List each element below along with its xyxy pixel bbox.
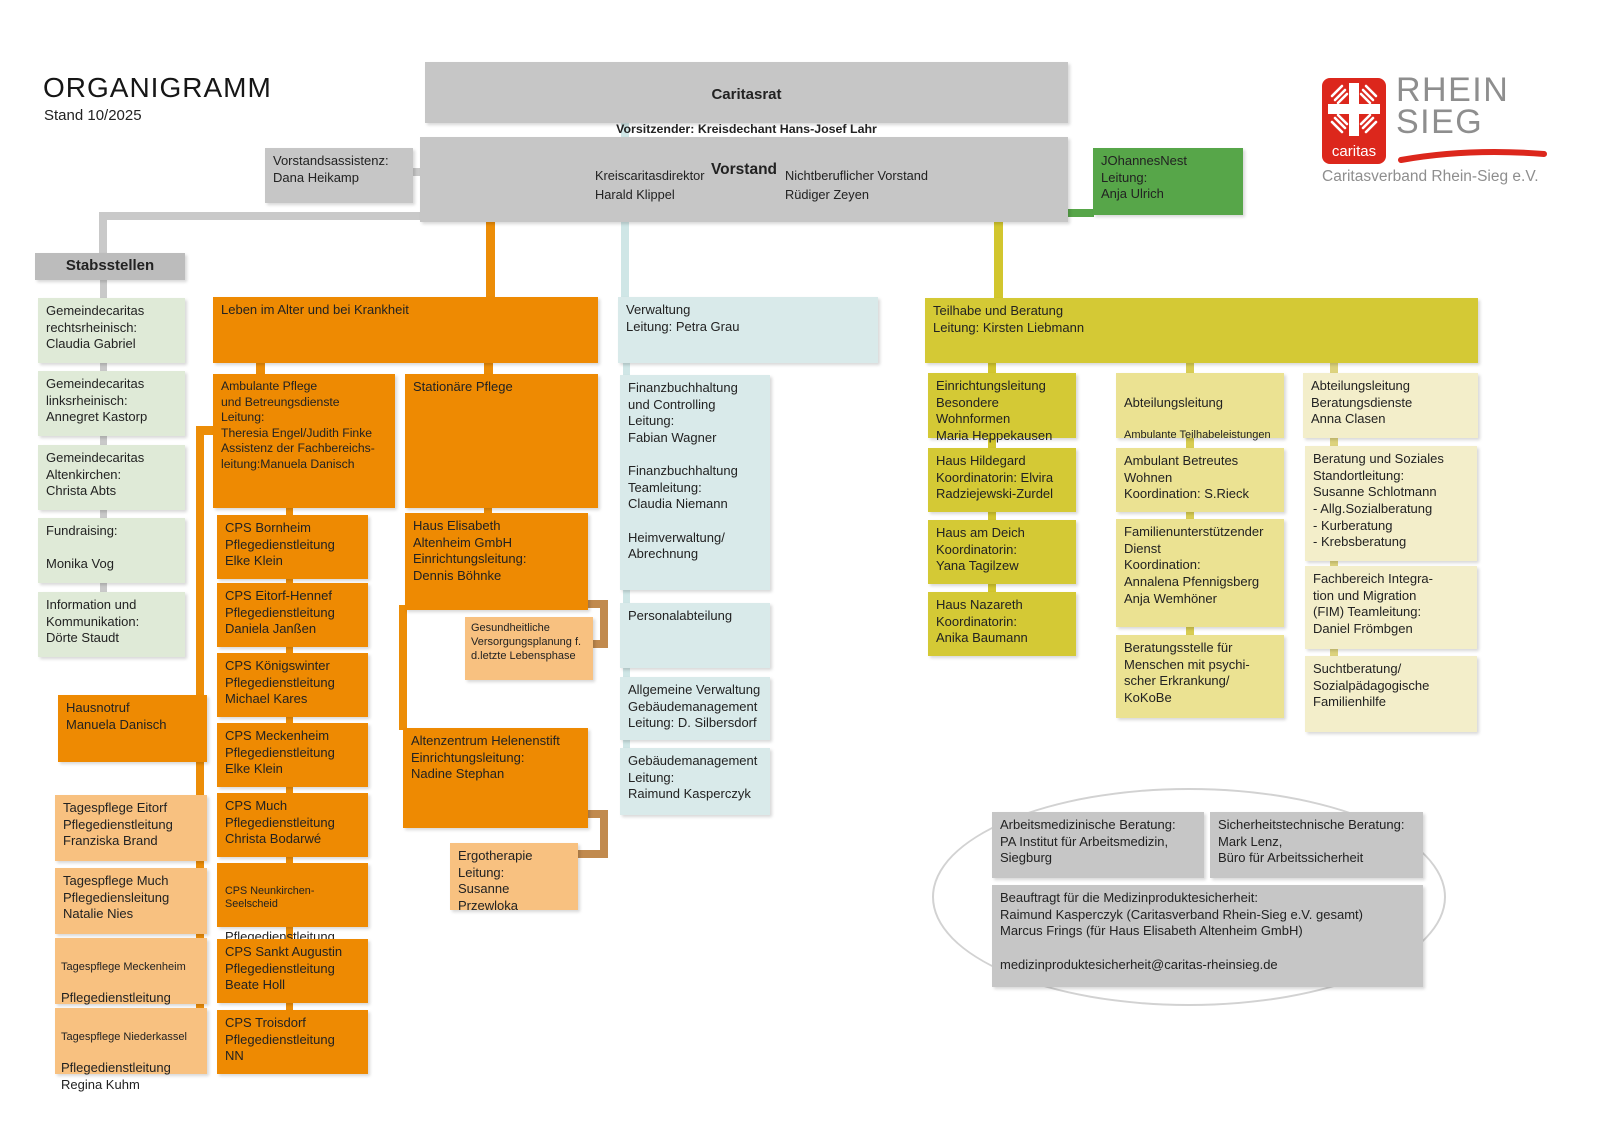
caritas-flame-cross-icon: caritas — [1328, 83, 1380, 160]
caritas-logo: caritas — [1322, 78, 1386, 164]
caritasrat-title: Caritasrat — [711, 85, 782, 103]
connector-leben-stationaere — [484, 363, 493, 374]
page-title: ORGANIGRAMM — [43, 72, 272, 103]
connector-stationaere-hauselisabeth — [484, 505, 492, 515]
ergotherapie-box: Ergotherapie Leitung: Susanne Przewloka — [450, 843, 578, 913]
cps-eitorf-hennef-box: CPS Eitorf-Hennef Pflegedienstleitung Da… — [217, 583, 368, 647]
stationaere-pflege-box: Stationäre Pflege — [405, 374, 598, 508]
connector-vorstand-stabsstellen-h — [103, 212, 423, 220]
tagespflege-niederkassel-box: Tagespflege Niederkassel Pflegedienstlei… — [55, 1008, 207, 1092]
arbeitsmedizinische-beratung-box: Arbeitsmedizinische Beratung: PA Institu… — [992, 812, 1204, 878]
stabsstellen-gemeindecaritas-rechtsrheinisch: Gemeindecaritas rechtsrheinisch: Claudia… — [38, 298, 185, 363]
abteilungsleitung-teilhabeleistungen-box: Abteilungsleitung Ambulante Teilhabeleis… — [1116, 373, 1284, 474]
tagespflege-much-box: Tagespflege Much Pflegediensleitung Nata… — [55, 868, 207, 934]
stabsstellen-fundraising: Fundraising: Monika Vog — [38, 518, 185, 583]
finanzbuchhaltung-box: Finanzbuchhaltung und Controlling Leitun… — [620, 375, 770, 590]
beratung-und-soziales-box: Beratung und Soziales Standortleitung: S… — [1305, 446, 1477, 561]
cps-bornheim-box: CPS Bornheim Pflegedienstleitung Elke Kl… — [217, 515, 368, 579]
suchtberatung-box: Suchtberatung/ Sozialpädagogische Famili… — [1305, 656, 1477, 732]
altenzentrum-helenenstift-box: Altenzentrum Helenenstift Einrichtungsle… — [403, 728, 588, 828]
vorstand-title: Vorstand — [710, 160, 778, 178]
connector-vorstand-johannesnest — [1060, 209, 1094, 217]
cps-meckenheim-box: CPS Meckenheim Pflegedienstleitung Elke … — [217, 723, 368, 787]
stabsstellen-header: Stabsstellen — [35, 253, 185, 280]
hausnotruf-box: Hausnotruf Manuela Danisch — [58, 695, 207, 762]
versorgungsplanung-box: Gesundheitliche Versorgungsplanung f. d.… — [465, 617, 593, 680]
logo-subtitle: Caritasverband Rhein-Sieg e.V. — [1322, 168, 1539, 185]
bracket-versorgungsplanung-top — [582, 600, 608, 608]
connector-vorstand-verwaltung — [621, 222, 629, 297]
cps-koenigswinter-box: CPS Königswinter Pflegedienstleitung Mic… — [217, 653, 368, 717]
tagespflege-meckenheim-box: Tagespflege Meckenheim Pflegedienstleitu… — [55, 938, 207, 1022]
cps-neunkirchen-title: CPS Neunkirchen-Seelscheid — [225, 884, 315, 911]
bracket-ergotherapie-top — [582, 810, 608, 818]
logo-rhein: RHEIN — [1396, 71, 1510, 109]
familienunterstuetzender-dienst-box: Familienunterstützender Dienst Koordinat… — [1116, 519, 1284, 627]
haus-nazareth-box: Haus Nazareth Koordinatorin: Anika Bauma… — [928, 592, 1076, 656]
stabsstellen-gemeindecaritas-linksrheinisch: Gemeindecaritas linksrheinisch: Annegret… — [38, 371, 185, 436]
connector-ambulante-left-stub — [196, 426, 213, 435]
tagespflege-niederkassel-rest: Pflegedienstleitung Regina Kuhm — [61, 1060, 171, 1092]
vorstand-nichtberuflich: Nichtberuflicher Vorstand Rüdiger Zeyen — [785, 168, 928, 202]
stabsstellen-gemeindecaritas-altenkirchen: Gemeindecaritas Altenkirchen: Christa Ab… — [38, 445, 185, 510]
beratungsstelle-kokobe-box: Beratungsstelle für Menschen mit psychi-… — [1116, 635, 1284, 718]
bracket-versorgungsplanung-bottom — [590, 640, 608, 648]
vorstand-box: Vorstand Kreiscaritasdirektor Harald Kli… — [420, 137, 1068, 222]
extern-ellipse — [932, 788, 1446, 1006]
teilhabe-header: Teilhabe und Beratung Leitung: Kirsten L… — [925, 298, 1478, 363]
ambulant-betreutes-wohnen-box: Ambulant Betreutes Wohnen Koordination: … — [1116, 448, 1284, 512]
connector-vorstand-teilhabe — [994, 222, 1003, 298]
haus-am-deich-box: Haus am Deich Koordinatorin: Yana Tagilz… — [928, 520, 1076, 584]
abteilungsleitung-beratungsdienste-box: Abteilungsleitung Beratungsdienste Anna … — [1303, 373, 1478, 438]
einrichtungsleitung-wohnformen-box: Einrichtungsleitung Besondere Wohnformen… — [928, 373, 1076, 443]
caritasrat-box: Caritasrat Vorsitzender: Kreisdechant Ha… — [425, 62, 1068, 155]
bracket-ergotherapie-bottom — [575, 850, 608, 858]
connector-vorstandsassistenz — [410, 168, 422, 176]
haus-hildegard-box: Haus Hildegard Koordinatorin: Elvira Rad… — [928, 448, 1076, 512]
leben-header: Leben im Alter und bei Krankheit — [213, 297, 598, 363]
haus-elisabeth-box: Haus Elisabeth Altenheim GmbH Einrichtun… — [405, 513, 588, 610]
ambulante-pflege-box: Ambulante Pflege und Betreungsdienste Le… — [213, 374, 395, 508]
stand-date: Stand 10/2025 — [44, 107, 142, 124]
personalabteilung-box: Personalabteilung — [620, 603, 770, 668]
cps-much-box: CPS Much Pflegedienstleitung Christa Bod… — [217, 793, 368, 857]
medizinproduktesicherheit-box: Beauftragt für die Medizinproduktesicher… — [992, 885, 1423, 987]
logo-swoosh-icon — [1398, 149, 1547, 163]
logo-sieg: SIEG — [1396, 103, 1484, 141]
vorstand-kreiscaritasdirektor: Kreiscaritasdirektor Harald Klippel — [595, 168, 705, 202]
connector-stabsstellen-v — [99, 212, 107, 258]
gebaeudemanagement-box: Gebäudemanagement Leitung: Raimund Kaspe… — [620, 748, 770, 815]
connector-stabsstellen-column — [100, 278, 107, 595]
stabsstellen-information-kommunikation: Information und Kommunikation: Dörte Sta… — [38, 592, 185, 657]
tagespflege-eitorf-box: Tagespflege Eitorf Pflegedienstleitung F… — [55, 795, 207, 861]
verwaltung-header: Verwaltung Leitung: Petra Grau — [618, 297, 878, 363]
johannesnest-box: JOhannesNest Leitung: Anja Ulrich — [1093, 148, 1243, 215]
fachbereich-integration-migration-box: Fachbereich Integra- tion und Migration … — [1305, 566, 1477, 649]
cps-sankt-augustin-box: CPS Sankt Augustin Pflegedienstleitung B… — [217, 939, 368, 1003]
tagespflege-niederkassel-title: Tagespflege Niederkassel — [61, 1030, 187, 1043]
bracket-versorgungsplanung-v — [600, 600, 608, 648]
svg-text:caritas: caritas — [1332, 143, 1376, 160]
bracket-ergotherapie-v — [600, 810, 608, 858]
teilhabeleistungen-line2: Ambulante Teilhabeleistungen — [1124, 428, 1271, 441]
teilhabeleistungen-title: Abteilungsleitung — [1124, 394, 1224, 410]
connector-hauselisabeth-altenzentrum — [399, 605, 407, 730]
cps-troisdorf-box: CPS Troisdorf Pflegedienstleitung NN — [217, 1010, 368, 1074]
cps-neunkirchen-seelscheid-box: CPS Neunkirchen-Seelscheid Pflegedienstl… — [217, 863, 368, 961]
connector-leben-ambulante — [256, 363, 265, 374]
tagespflege-meckenheim-title: Tagespflege Meckenheim — [61, 960, 186, 973]
connector-vorstand-leben — [486, 222, 495, 297]
sicherheitstechnische-beratung-box: Sicherheitstechnische Beratung: Mark Len… — [1210, 812, 1423, 878]
logo-rhein-sieg: RHEIN SIEG — [1396, 71, 1510, 141]
vorstandsassistenz-box: Vorstandsassistenz: Dana Heikamp — [265, 148, 413, 203]
allgemeine-verwaltung-box: Allgemeine Verwaltung Gebäudemanagement … — [620, 677, 770, 740]
connector-caritasrat-vorstand — [621, 123, 629, 137]
